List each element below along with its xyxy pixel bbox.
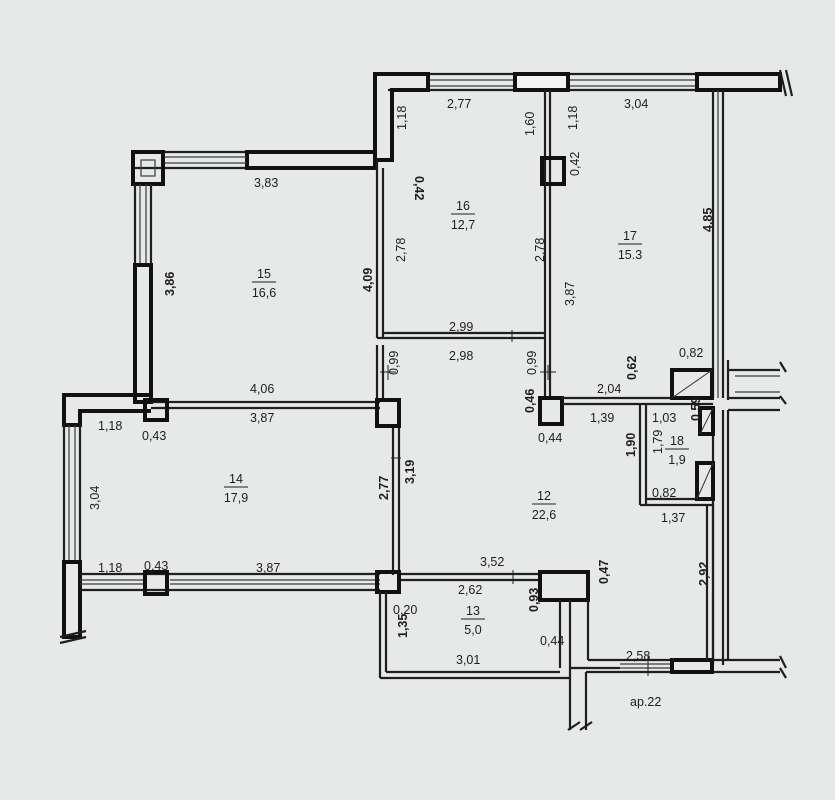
dimension-label: 1,39 (590, 411, 614, 425)
dimension-label: 3,87 (256, 561, 280, 575)
room-area: 16,6 (252, 286, 276, 300)
dimension-label: 2,58 (626, 649, 650, 663)
dimension-label: 0,62 (625, 356, 639, 380)
dimension-label: 0,42 (568, 152, 582, 176)
window-top-1 (514, 73, 569, 91)
dimension-label: 0,42 (412, 176, 426, 200)
dimension-label: 2,78 (533, 238, 547, 262)
dimension-label: 3,83 (254, 176, 278, 190)
dimension-ticks (380, 330, 649, 676)
dimension-label: 1,18 (98, 419, 122, 433)
room-area: 5,0 (464, 623, 481, 637)
dimension-label: 1,60 (523, 112, 537, 136)
wall-block-top-right (695, 72, 782, 92)
room-label-16: 16 12,7 (451, 199, 475, 232)
dimension-label: 0,43 (142, 429, 166, 443)
dimension-label: 0,99 (525, 351, 539, 375)
dimension-label: 4,85 (701, 208, 715, 232)
dimension-label: 0,20 (393, 603, 417, 617)
dimension-label: 2,04 (597, 382, 621, 396)
dimension-label: 0,43 (144, 559, 168, 573)
room-area: 12,7 (451, 218, 475, 232)
room-number: 16 (456, 199, 470, 213)
block-13 (538, 570, 590, 602)
room-number: 17 (623, 229, 637, 243)
dimension-label: 0,82 (679, 346, 703, 360)
dimension-label: 1,18 (98, 561, 122, 575)
hatch-box-1 (670, 368, 714, 400)
room-label-18: 181,9 (665, 434, 689, 467)
pillar-16 (540, 156, 566, 186)
dimension-label: 4,06 (250, 382, 274, 396)
dimension-label: 0,59 (689, 397, 703, 421)
dimension-label: 4,09 (361, 268, 375, 292)
room-number: 12 (537, 489, 551, 503)
dimension-label: 3,19 (403, 460, 417, 484)
room-number: 18 (670, 434, 684, 448)
dimension-label: 1,79 (651, 430, 665, 454)
dimension-label: 2,78 (394, 238, 408, 262)
apartment-label: ар.22 (630, 695, 661, 709)
dimension-label: 2,92 (697, 562, 711, 586)
dimension-label: 0,44 (540, 634, 564, 648)
room-label-17: 17 15.3 (618, 229, 642, 262)
dimension-label: 2,98 (449, 349, 473, 363)
dimension-label: 3,87 (563, 282, 577, 306)
dimension-label: 2,62 (458, 583, 482, 597)
dimension-label: 0,47 (597, 560, 611, 584)
walls (59, 69, 794, 731)
dimension-label: 1,18 (395, 106, 409, 130)
dimension-label: 1,35 (396, 614, 410, 638)
dimensions: 2,77 3,04 1,18 1,60 1,18 0,42 0,42 3,83 4,85 3,86… (88, 97, 715, 667)
room-label-13: 135,0 (461, 604, 485, 637)
room-number: 15 (257, 267, 271, 281)
room-area: 22,6 (532, 508, 556, 522)
room-area: 1,9 (668, 453, 685, 467)
dimension-label: 2,77 (447, 97, 471, 111)
dimension-label: 3,04 (624, 97, 648, 111)
dimension-label: 1,37 (661, 511, 685, 525)
room-number: 13 (466, 604, 480, 618)
dimension-label: 1,03 (652, 411, 676, 425)
dimension-label: 0,46 (523, 389, 537, 413)
room-area: 17,9 (224, 491, 248, 505)
room-label-14: 14 17,9 (224, 472, 248, 505)
dimension-label: 2,99 (449, 320, 473, 334)
room-area: 15.3 (618, 248, 642, 262)
dimension-label: 0,99 (387, 351, 401, 375)
dimension-label: 1,18 (566, 106, 580, 130)
dimension-label: 1,90 (624, 433, 638, 457)
corner-block-15 (131, 150, 165, 186)
dimension-label: 3,01 (456, 653, 480, 667)
dimension-label: 3,52 (480, 555, 504, 569)
dimension-label: 3,86 (163, 272, 177, 296)
dimension-label: 0,44 (538, 431, 562, 445)
room-label-12: 12 22,6 (532, 489, 556, 522)
room-number: 14 (229, 472, 243, 486)
dimension-label: 0,93 (527, 588, 541, 612)
room-label-15: 15 16,6 (252, 267, 276, 300)
dimension-label: 0,82 (652, 486, 676, 500)
dimension-label: 2,77 (377, 476, 391, 500)
dimension-label: 3,04 (88, 486, 102, 510)
dimension-label: 3,87 (250, 411, 274, 425)
